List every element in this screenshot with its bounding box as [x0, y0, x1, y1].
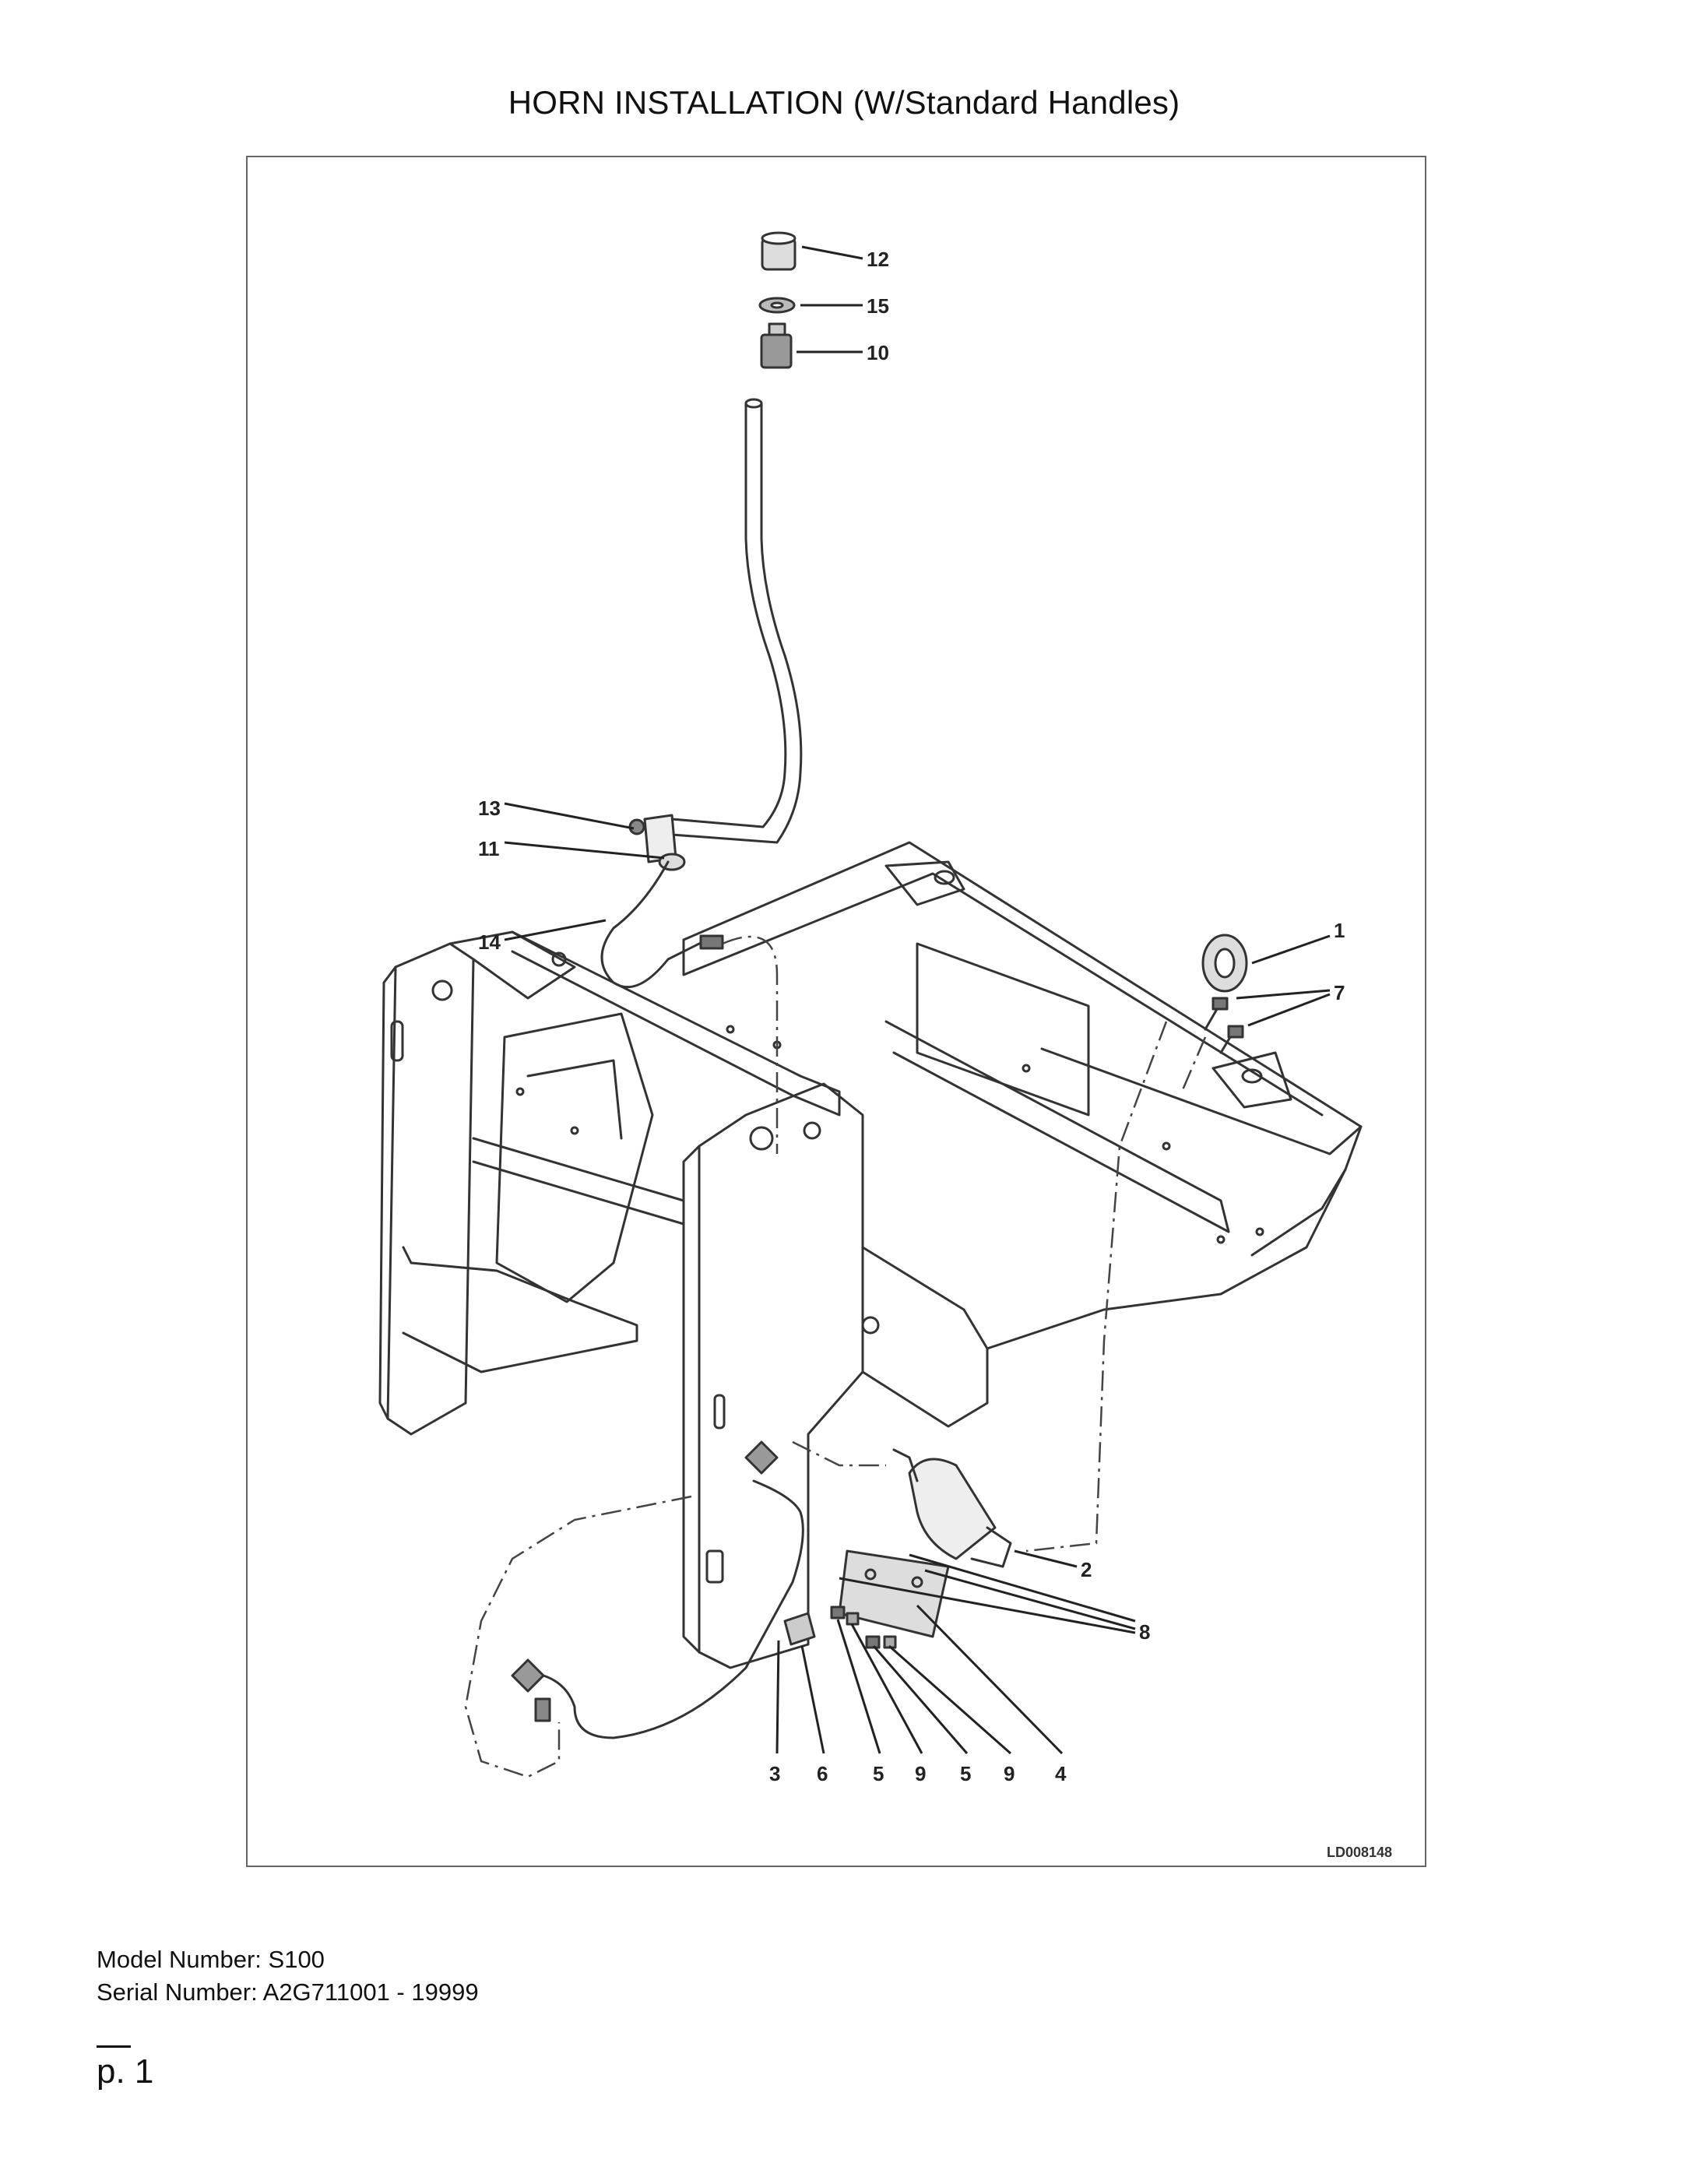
harness-clamp-part	[783, 1612, 816, 1646]
callout-6: 6	[817, 1762, 828, 1785]
leader-lines	[504, 245, 1331, 1755]
model-number: Model Number: S100	[97, 1946, 325, 1973]
model-info: Model Number: S100 Serial Number: A2G711…	[97, 1943, 479, 2009]
wire-harness-lower	[511, 1440, 804, 1739]
bolt-part	[1204, 997, 1244, 1054]
mounting-plate-part	[838, 1549, 950, 1638]
page-number: p. 1	[97, 2052, 154, 2091]
callout-11: 11	[478, 837, 500, 860]
callout-12: 12	[867, 248, 889, 271]
page-rule	[97, 2045, 131, 2048]
horn-switch-part	[760, 322, 793, 369]
screw-part	[830, 1605, 881, 1649]
callout-3: 3	[769, 1762, 780, 1785]
callout-8: 8	[1139, 1620, 1150, 1644]
callout-9b: 9	[1004, 1762, 1015, 1785]
callout-4: 4	[1055, 1762, 1067, 1785]
callout-5a: 5	[873, 1762, 884, 1785]
callout-1: 1	[1334, 919, 1345, 942]
callout-7: 7	[1334, 981, 1345, 1004]
drawing-id: LD008148	[1327, 1845, 1392, 1860]
grommet-part	[1201, 934, 1248, 993]
wire-harness-upper	[600, 860, 724, 989]
page-title: HORN INSTALLATION (W/Standard Handles)	[508, 84, 1180, 121]
horn-part	[892, 1448, 1012, 1568]
washer-part	[758, 297, 796, 314]
callout-13: 13	[478, 797, 501, 820]
handle-bracket-part	[628, 814, 686, 871]
callout-14: 14	[478, 930, 501, 954]
parts-diagram: 12 15 10 1 7 2 8 13 11 14 3 6 5 9 5 9 4 …	[246, 156, 1426, 1867]
horn-button-cap-part	[761, 231, 797, 271]
wire-routing-lines	[464, 935, 1207, 1778]
callout-2: 2	[1081, 1558, 1092, 1581]
exploded-view-drawing: 12 15 10 1 7 2 8 13 11 14 3 6 5 9 5 9 4 …	[378, 231, 1392, 1860]
loader-frame	[378, 841, 1363, 1669]
serial-number: Serial Number: A2G711001 - 19999	[97, 1978, 479, 2006]
callout-9a: 9	[915, 1762, 926, 1785]
callout-10: 10	[867, 341, 889, 364]
handle-tube	[670, 398, 803, 844]
callout-5b: 5	[960, 1762, 971, 1785]
callout-15: 15	[867, 294, 889, 318]
